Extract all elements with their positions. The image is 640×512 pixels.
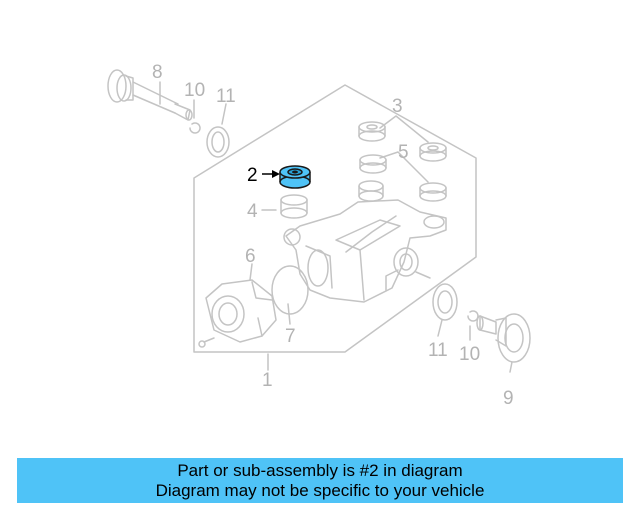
callout-11-lower: 11: [428, 340, 448, 361]
callout-11-upper: 11: [216, 86, 236, 107]
callout-2[interactable]: 2: [247, 165, 258, 186]
seal-part-11-lower: [432, 283, 458, 321]
exploded-parts-diagram: 8 10 11 3 5 2 4 6 7 1 11 10 9: [107, 62, 531, 409]
callout-7: 7: [285, 326, 296, 347]
callout-8: 8: [152, 62, 163, 83]
seal-part-11-upper: [206, 126, 230, 158]
callout-4: 4: [247, 201, 258, 222]
mount-part-4: [280, 194, 308, 219]
mount-on-housing: [358, 180, 384, 202]
mount-part-3-left: [358, 121, 386, 142]
banner-line-1: Part or sub-assembly is #2 in diagram: [177, 460, 463, 480]
callout-9: 9: [503, 388, 514, 409]
callout-10-lower: 10: [459, 344, 480, 365]
callout-10-upper: 10: [184, 80, 205, 101]
mount-part-5-left: [359, 154, 387, 174]
assembly-frame: [193, 84, 477, 353]
mount-part-5-right: [419, 182, 447, 202]
circlip-part-10-lower: [467, 310, 479, 322]
part-2-leader-arrow: [262, 170, 280, 178]
highlighted-part-2-mount[interactable]: [279, 165, 311, 189]
leader-lines: [159, 81, 513, 373]
callout-3: 3: [392, 96, 403, 117]
callout-5: 5: [398, 142, 409, 163]
callout-6: 6: [245, 246, 256, 267]
axle-shaft-part-8: [107, 69, 193, 121]
mount-part-3-right: [419, 142, 447, 162]
flange-shaft-part-9: [476, 313, 531, 363]
callout-1: 1: [262, 370, 273, 391]
caption-banner: Part or sub-assembly is #2 in diagram Di…: [17, 458, 623, 503]
banner-line-2: Diagram may not be specific to your vehi…: [155, 480, 485, 500]
o-ring-part-7: [271, 265, 309, 315]
circlip-part-10-upper: [189, 122, 201, 134]
differential-housing: [283, 199, 447, 303]
cover-housing-part-6: [198, 279, 277, 348]
